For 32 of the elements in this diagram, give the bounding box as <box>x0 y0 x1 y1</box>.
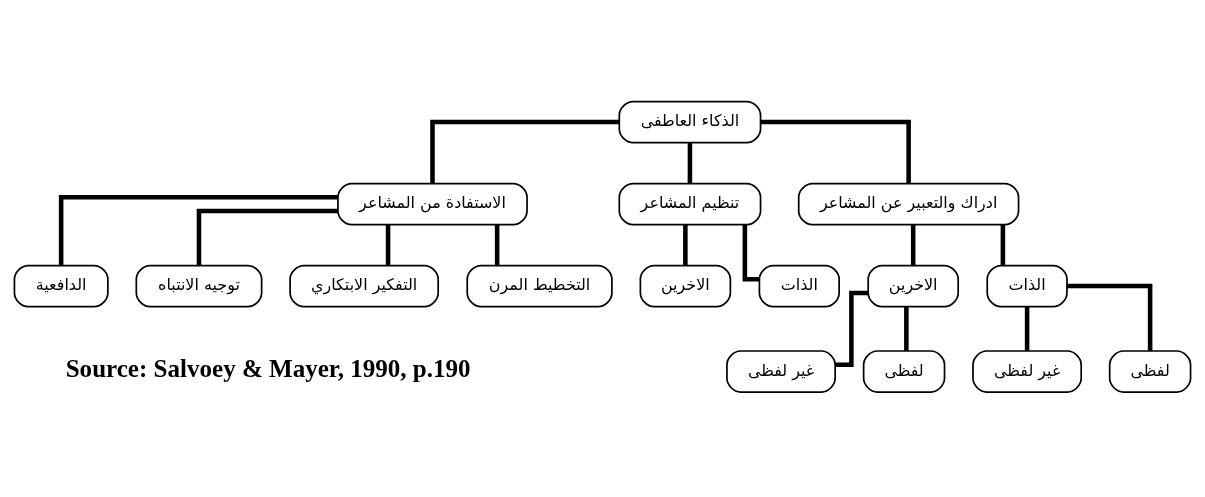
node-box: التفكير الابتكاري <box>289 264 440 308</box>
connector <box>904 306 909 351</box>
node-box: غير لفظى <box>972 350 1083 393</box>
node-box: غير لفظى <box>726 350 836 393</box>
label: Source: Salvoey & Mayer, 1990, p.190 <box>65 354 471 382</box>
node-box: الذات <box>758 264 840 308</box>
node-box: لفظى <box>1108 350 1192 393</box>
connector <box>1067 283 1153 351</box>
connector <box>742 224 760 282</box>
node-box: الدافعية <box>13 264 109 308</box>
connector <box>196 208 338 266</box>
connector <box>760 119 911 184</box>
connector <box>910 224 916 266</box>
node-box: الذكاء العاطفى <box>618 100 762 144</box>
node-box: الاخرين <box>867 264 960 308</box>
connector <box>385 224 391 266</box>
node-box: توجيه الانتباه <box>135 264 263 308</box>
node-box: الاخرين <box>639 264 732 308</box>
node-box: الاستفادة من المشاعر <box>337 182 528 226</box>
connector <box>687 142 693 184</box>
connector <box>1024 306 1030 351</box>
node-box: ادراك والتعبير عن المشاعر <box>797 182 1020 226</box>
connector <box>494 224 500 266</box>
node-box: لفظى <box>862 350 946 393</box>
connector <box>430 119 620 184</box>
connector <box>1000 224 1006 266</box>
node-box: الذات <box>986 264 1068 308</box>
connector <box>835 290 868 367</box>
connector <box>683 224 688 266</box>
node-box: التخطيط المرن <box>466 264 613 308</box>
connector <box>58 194 338 266</box>
node-box: تنظيم المشاعر <box>618 182 762 226</box>
